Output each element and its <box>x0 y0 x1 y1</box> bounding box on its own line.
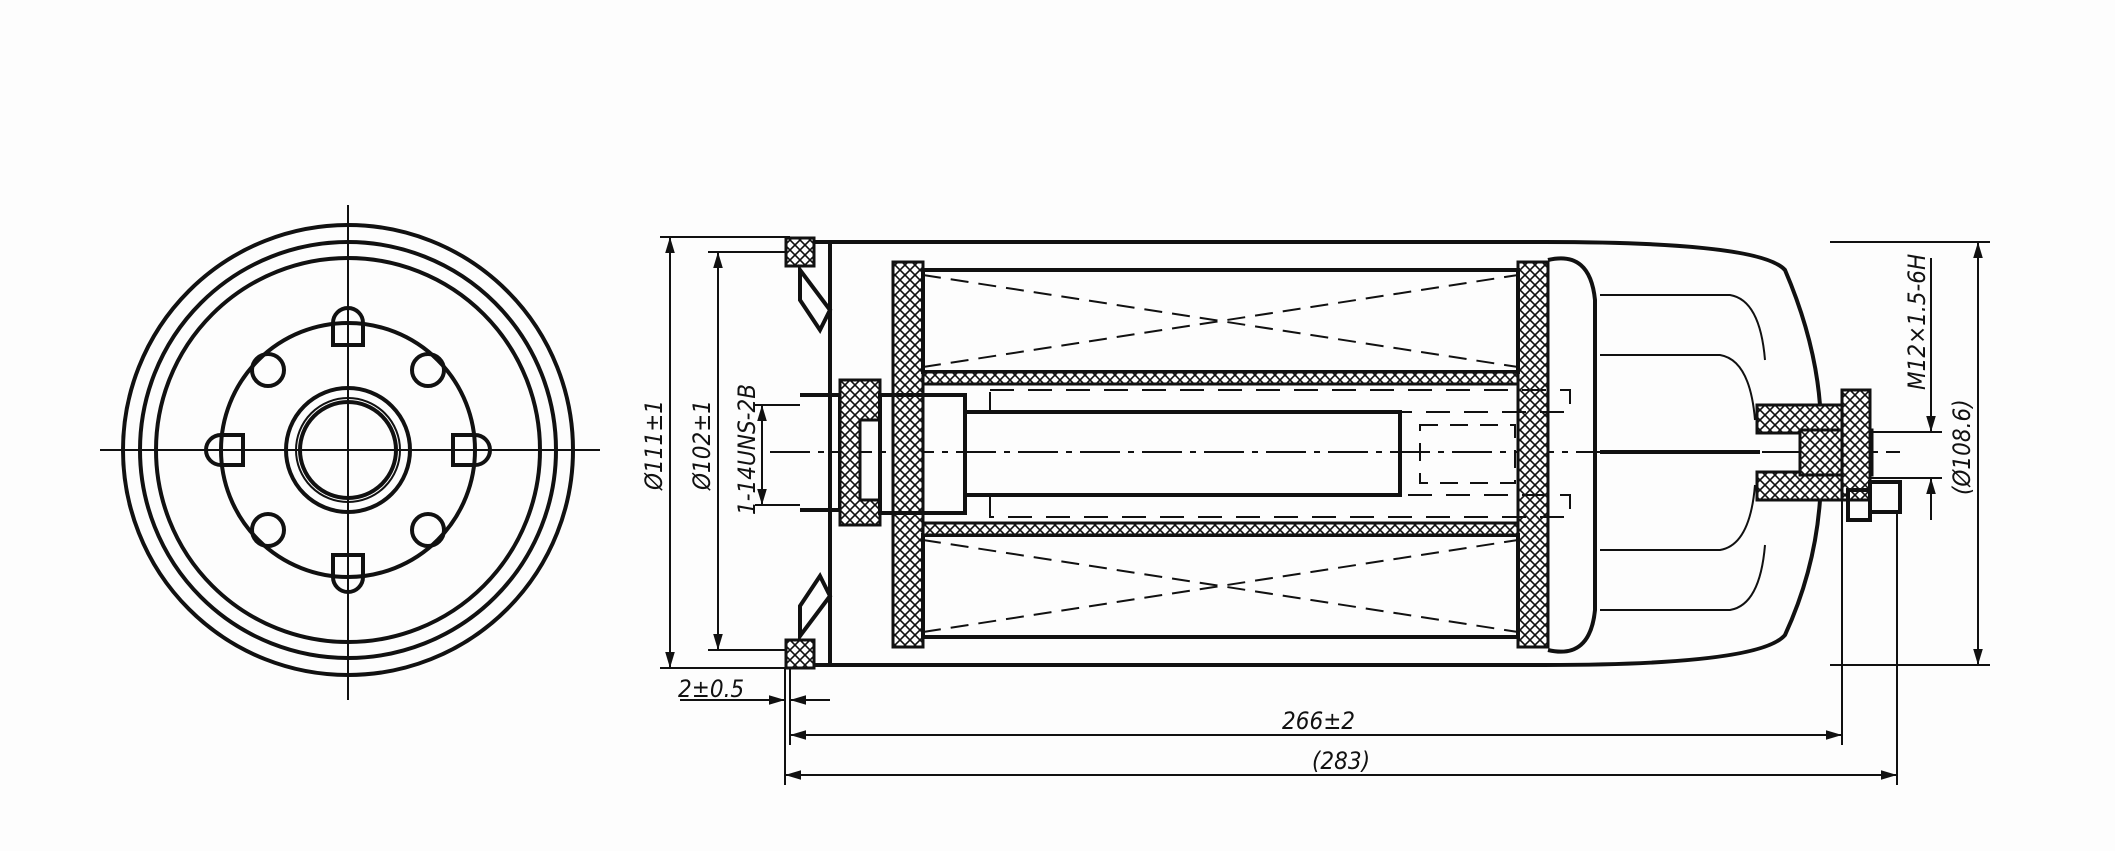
end-view <box>100 205 600 700</box>
dimension-lines <box>660 236 1990 785</box>
core-perforations <box>989 389 1571 518</box>
dim-ref-diameter: (Ø108.6) <box>1948 399 1976 495</box>
dim-thread: 1-14UNS-2B <box>733 384 761 515</box>
dim-overall-length: (283) <box>1312 747 1370 775</box>
dim-gasket-diameter: Ø102±1 <box>688 400 716 491</box>
side-view <box>770 236 1902 670</box>
dim-drain-thread: M12×1.5-6H <box>1903 254 1931 390</box>
dim-length: 266±2 <box>1282 707 1355 735</box>
dim-outer-diameter: Ø111±1 <box>640 400 668 491</box>
dimension-labels: Ø111±1 Ø102±1 1-14UNS-2B M12×1.5-6H (Ø10… <box>640 254 1976 775</box>
gear-slots <box>204 306 492 594</box>
dim-gasket-offset: 2±0.5 <box>678 675 744 703</box>
